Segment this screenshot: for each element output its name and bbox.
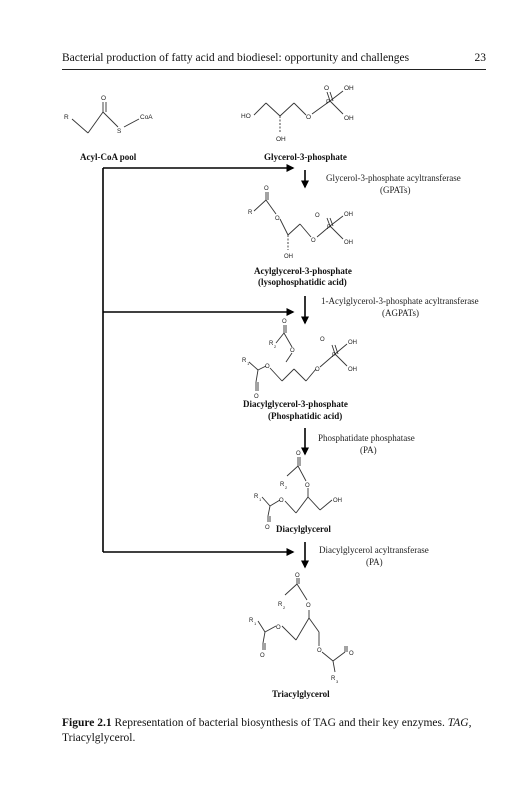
atom-oh: OH <box>333 498 342 504</box>
atom-r: R <box>64 114 69 121</box>
atom-r1-sub: 1 <box>259 497 262 502</box>
acyl-coa-structure: R O S CoA <box>64 95 153 135</box>
glycerol-3-phosphate-structure: HO OH O P O OH OH <box>241 85 354 143</box>
caption-abbr-def: Triacylglycerol. <box>62 732 136 744</box>
running-header: Bacterial production of fatty acid and b… <box>62 52 486 68</box>
atom-r2-sub: 2 <box>283 605 286 610</box>
atom-ho: HO <box>241 113 251 120</box>
atom-oh: OH <box>344 115 354 122</box>
header-rule <box>62 69 486 70</box>
atom-r2: R <box>280 482 285 488</box>
atom-o: O <box>264 186 269 192</box>
atom-r2: R <box>278 602 283 608</box>
caption-abbr: TAG, <box>447 717 472 729</box>
atom-oh: OH <box>348 340 357 346</box>
atom-oh: OH <box>344 85 354 92</box>
atom-o: O <box>295 573 300 579</box>
atom-r1: R <box>249 618 254 624</box>
page-number: 23 <box>474 52 487 64</box>
compound-lysophosphatidic-acid: (lysophosphatidic acid) <box>258 277 347 287</box>
atom-p: P <box>332 353 336 359</box>
atom-o: O <box>306 603 311 609</box>
atom-oh: OH <box>276 136 286 143</box>
enzyme-gpat-abbr: (GPATs) <box>380 185 411 195</box>
enzyme-dgat-abbr: (PA) <box>366 557 383 567</box>
compound-phosphatidic-acid: (Phosphatidic acid) <box>268 411 342 421</box>
atom-r2-sub: 2 <box>285 485 288 490</box>
atom-o: O <box>349 651 354 657</box>
atom-r3: R <box>331 676 336 682</box>
atom-o: O <box>324 85 329 92</box>
atom-r1: R <box>242 358 247 364</box>
compound-glycerol-3-phosphate: Glycerol-3-phosphate <box>264 152 347 162</box>
atom-p: P <box>326 99 330 106</box>
caption-text: Representation of bacterial biosynthesis… <box>111 717 448 729</box>
atom-o: O <box>275 216 280 222</box>
atom-r2-sub: 2 <box>274 344 277 349</box>
diacylglycerol-3-phosphate-structure: O R 2 O R 1 O O O P O OH OH <box>242 319 357 400</box>
atom-s: S <box>117 128 122 135</box>
atom-oh: OH <box>284 254 293 260</box>
atom-o: O <box>320 337 325 343</box>
atom-o: O <box>282 319 287 325</box>
atom-r: R <box>248 210 253 216</box>
enzyme-gpat-name: Glycerol-3-phosphate acyltransferase <box>326 173 461 183</box>
compound-triacylglycerol: Triacylglycerol <box>272 689 330 699</box>
atom-r3-sub: 3 <box>336 679 339 684</box>
enzyme-agpat-name: 1-Acylglycerol-3-phosphate acyltransfera… <box>321 296 479 306</box>
atom-o: O <box>296 451 301 457</box>
enzyme-pap-name: Phosphatidate phosphatase <box>318 433 415 443</box>
compound-diacylglycerol: Diacylglycerol <box>276 524 331 534</box>
figure-label: Figure 2.1 <box>62 717 112 729</box>
atom-o: O <box>290 348 295 354</box>
acyl-coa-feed-lines <box>102 164 295 556</box>
atom-o: O <box>305 483 310 489</box>
atom-o: O <box>265 525 270 531</box>
atom-o: O <box>317 648 322 654</box>
atom-coa: CoA <box>140 114 153 121</box>
atom-r1: R <box>254 494 259 500</box>
atom-oh: OH <box>344 240 353 246</box>
compound-diacylglycerol-3-phosphate: Diacylglycerol-3-phosphate <box>243 399 348 409</box>
atom-o: O <box>276 625 281 631</box>
atom-p: P <box>327 225 331 231</box>
atom-o: O <box>315 213 320 219</box>
atom-o: O <box>279 498 284 504</box>
enzyme-agpat-abbr: (AGPATs) <box>382 308 419 318</box>
diacylglycerol-structure: O R 2 O R 1 O OH O <box>254 451 342 531</box>
compound-acylglycerol-3-phosphate: Acylglycerol-3-phosphate <box>254 266 352 276</box>
atom-r2: R <box>269 341 274 347</box>
atom-r1-sub: 1 <box>254 621 257 626</box>
atom-o: O <box>315 367 320 373</box>
enzyme-pap-abbr: (PA) <box>360 445 377 455</box>
atom-o: O <box>254 394 259 400</box>
atom-o: O <box>101 95 106 102</box>
figure-caption: Figure 2.1 Representation of bacterial b… <box>62 716 482 746</box>
enzyme-dgat-name: Diacylglycerol acyltransferase <box>319 545 429 555</box>
triacylglycerol-structure: O R 2 O R 1 O O O O R 3 <box>249 573 354 684</box>
compound-acyl-coa-pool: Acyl-CoA pool <box>80 152 137 162</box>
running-title: Bacterial production of fatty acid and b… <box>62 52 410 64</box>
atom-o: O <box>265 364 270 370</box>
atom-oh: OH <box>348 367 357 373</box>
atom-o: O <box>260 653 265 659</box>
atom-oh: OH <box>344 212 353 218</box>
atom-o: O <box>306 114 311 121</box>
atom-r1-sub: 1 <box>247 361 250 366</box>
acylglycerol-3-phosphate-structure: R O O OH O P O OH OH <box>248 186 353 260</box>
atom-o: O <box>311 238 316 244</box>
